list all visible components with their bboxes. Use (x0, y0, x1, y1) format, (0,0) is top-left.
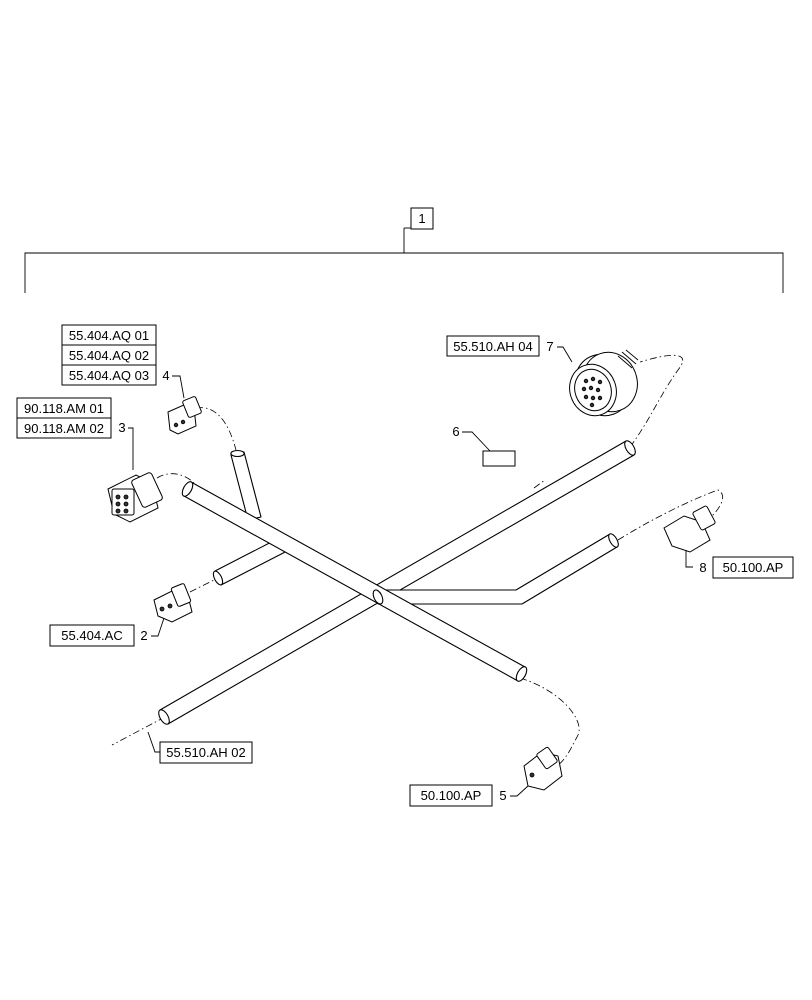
ref-text: 55.404.AQ 01 (69, 328, 149, 343)
connector-5-refs: 50.100.AP 5 (409, 784, 529, 807)
connector-8[interactable] (663, 505, 716, 553)
ref-text: 55.404.AQ 02 (69, 348, 149, 363)
ref-55-510-ah-02[interactable] (159, 741, 253, 764)
item-3-label: 3 (118, 420, 125, 435)
item-5-label: 5 (499, 788, 506, 803)
ref-text: 50.100.AP (723, 560, 784, 575)
ref-text: 55.510.AH 02 (166, 745, 246, 760)
ref-text: 50.100.AP (421, 788, 482, 803)
connector-7[interactable] (562, 345, 645, 424)
connector-2[interactable] (153, 583, 193, 623)
item-1-label: 1 (418, 211, 425, 226)
ref-55-404-ac[interactable] (49, 624, 135, 647)
ref-90-118-am-02[interactable] (16, 417, 112, 439)
item-4-label: 4 (162, 368, 169, 383)
connector-4-refs: 55.404.AQ 01 55.404.AQ 02 55.404.AQ 03 4 (61, 324, 185, 399)
assembly-bracket: 1 (24, 207, 784, 293)
connector-7-refs: 55.510.AH 04 7 (446, 335, 573, 363)
tube-main-trunk (159, 440, 635, 725)
ref-50-100-ap-5[interactable] (409, 784, 493, 807)
connector-5[interactable] (523, 746, 563, 791)
item-1-box[interactable] (410, 207, 434, 230)
item-8-label: 8 (699, 560, 706, 575)
harness-end-refs: 55.510.AH 02 (147, 731, 253, 764)
harness-tubes (158, 440, 636, 725)
connector-3-refs: 90.118.AM 01 90.118.AM 02 3 (16, 397, 134, 470)
item-2-label: 2 (140, 628, 147, 643)
ref-55-404-aq-03[interactable] (61, 364, 157, 386)
connector-2-refs: 55.404.AC 2 (49, 617, 165, 647)
label-6-tag[interactable]: 6 (452, 424, 516, 467)
ref-text: 55.404.AQ 03 (69, 368, 149, 383)
item-6-label: 6 (452, 424, 459, 439)
item-7-label: 7 (546, 339, 553, 354)
ref-text: 55.404.AC (61, 628, 122, 643)
ref-50-100-ap-8[interactable] (712, 556, 794, 579)
connector-8-refs: 8 50.100.AP (685, 550, 794, 579)
ref-55-510-ah-04[interactable] (446, 335, 540, 357)
connector-3[interactable] (107, 472, 163, 523)
ref-text: 55.510.AH 04 (453, 339, 533, 354)
ref-text: 90.118.AM 02 (24, 421, 104, 436)
wire-routes (111, 355, 724, 769)
connector-4[interactable] (167, 396, 202, 435)
ref-text: 90.118.AM 01 (24, 401, 104, 416)
tube-cross-trunk (183, 481, 526, 682)
